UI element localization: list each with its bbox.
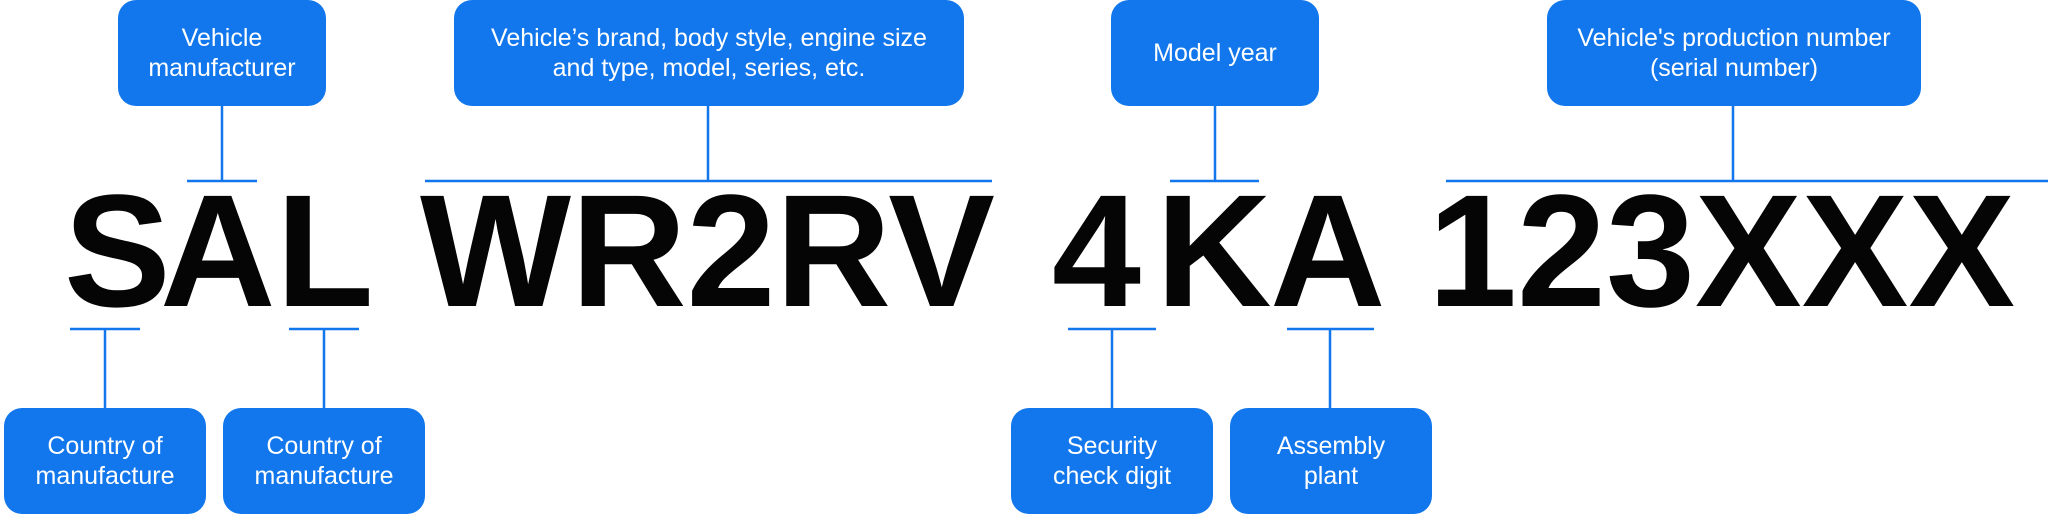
vin-wmi-char-3: L xyxy=(276,161,374,340)
country-2-connector xyxy=(289,327,359,408)
descriptor-connector xyxy=(425,106,992,183)
vin-model-year-char: K xyxy=(1156,161,1272,340)
manufacturer-connector xyxy=(187,106,257,183)
model-year-connector xyxy=(1170,106,1259,183)
vin-wmi-char-1: S xyxy=(64,161,171,340)
vin-serial-section: 123XXX xyxy=(1428,161,2015,340)
vin-assembly-plant-char: A xyxy=(1270,161,1386,340)
security-check-digit-label: Security check digit xyxy=(1011,408,1213,514)
vin-check-digit-char: 4 xyxy=(1052,161,1141,340)
production-number-connector xyxy=(1446,106,2048,183)
model-year-label: Model year xyxy=(1111,0,1319,106)
assembly-plant-label: Assembly plant xyxy=(1230,408,1432,514)
assembly-plant-connector xyxy=(1287,327,1374,408)
production-number-label: Vehicle's production number (serial numb… xyxy=(1547,0,1921,106)
manufacturer-label: Vehicle manufacturer xyxy=(118,0,326,106)
country-of-manufacture-label-1: Country of manufacture xyxy=(4,408,206,514)
check-digit-connector xyxy=(1068,327,1156,408)
country-of-manufacture-label-2: Country of manufacture xyxy=(223,408,425,514)
vin-wmi-char-2: A xyxy=(160,161,276,340)
country-1-connector xyxy=(70,327,140,408)
vin-descriptor-section: WR2RV xyxy=(420,161,995,340)
descriptor-label: Vehicle’s brand, body style, engine size… xyxy=(454,0,964,106)
